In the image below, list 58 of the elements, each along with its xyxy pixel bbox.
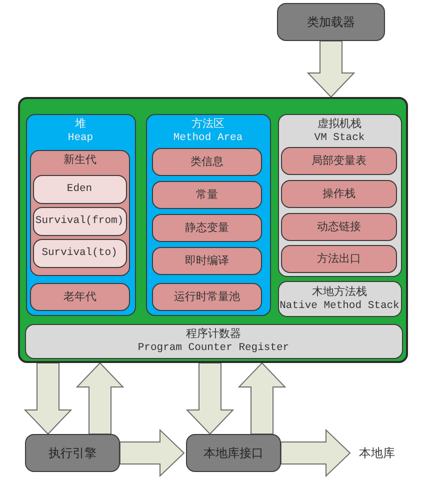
panel-subtitle: Heap [68,130,94,144]
panel-subtitle: VM Stack [314,130,365,144]
runtime-area-panel [18,97,408,363]
node-label: 动态链接 [317,220,361,234]
region-box [281,213,397,241]
panel-title: 堆 [75,116,86,130]
pc-register-box [24,324,402,358]
region-box [281,245,397,273]
node-label: 木地方法栈 [312,284,367,298]
node-label: 常量 [196,188,218,202]
block-arrow [76,362,124,434]
method-area-panel [146,114,270,316]
node-label: 执行引擎 [48,446,96,460]
survivor-box [32,206,126,236]
block-arrow [186,362,234,435]
panel-title: 新生代 [64,153,96,167]
node-label: Survival(to) [42,246,118,260]
node-label: 方法出口 [317,252,361,266]
node-label: 静态变量 [185,221,229,235]
node-label: Survival(from) [35,214,124,228]
block-arrow [120,428,185,478]
block-arrow [306,40,356,98]
vm-stack-panel [278,114,402,276]
node-label: 类信息 [190,155,224,169]
node-label: 本地库 [359,446,395,460]
block-arrow [24,362,72,435]
old-gen-box [30,283,130,311]
node-label: Eden [66,182,92,196]
panel-subtitle: Method Area [173,130,243,144]
region-box [152,283,262,311]
node-label: 局部变量表 [312,154,366,168]
node-label: 本地库接口 [204,446,264,460]
node-label: 运行时常量池 [174,290,240,304]
block-arrow [280,428,351,478]
node-label: 老年代 [64,290,96,304]
interface-box [186,434,281,472]
heap-panel [26,114,136,316]
node-label: Program Counter Register [138,341,290,355]
node-label: Native Method Stack [280,298,400,312]
block-arrow [238,362,286,434]
region-box [152,148,262,176]
native-stack-box [278,280,402,316]
region-box [281,180,397,208]
survivor-box [32,238,126,268]
region-box [152,214,262,242]
node-label: 即时编译 [185,254,229,268]
region-box [152,181,262,209]
young-gen-box [30,150,130,276]
region-box [152,247,262,275]
panel-title: 方法区 [192,116,224,130]
panel-title: 虚拟机栈 [318,116,362,130]
node-label: 类加载器 [307,15,355,29]
engine-box [25,434,120,472]
region-box [281,147,397,175]
node-label: 程序计数器 [186,327,241,341]
node-label: 操作栈 [322,187,356,201]
eden-box [32,174,126,204]
loader-box [277,3,385,41]
